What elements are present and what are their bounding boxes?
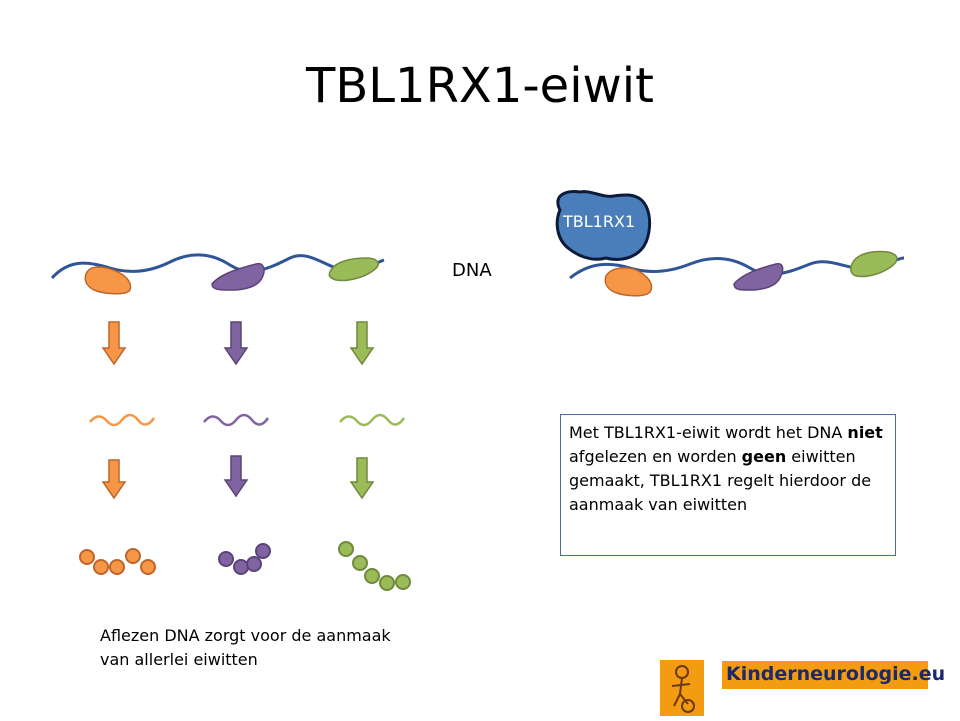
down-arrow-icon bbox=[349, 457, 375, 500]
info-bold-niet: niet bbox=[847, 423, 883, 442]
mrna-wave-icon bbox=[203, 413, 270, 427]
logo-text: Kinderneurologie.eu bbox=[726, 663, 946, 685]
logo-badge bbox=[722, 661, 928, 689]
gene-green-right bbox=[850, 250, 898, 278]
dna-label: DNA bbox=[452, 260, 492, 281]
gene-purple-left bbox=[211, 262, 265, 291]
info-text-2: afgelezen en worden bbox=[569, 447, 742, 466]
down-arrow-icon bbox=[101, 321, 127, 366]
mrna-wave-icon bbox=[339, 413, 406, 427]
protein-chain-icon bbox=[218, 543, 271, 575]
down-arrow-icon bbox=[349, 321, 375, 366]
mrna-wave-icon bbox=[89, 413, 156, 427]
logo-figure-icon bbox=[660, 660, 704, 716]
gene-orange-right bbox=[604, 267, 653, 297]
info-text-3: eiwitten gemaakt, TBL1RX1 regelt hierdoo… bbox=[569, 447, 872, 514]
info-box: Met TBL1RX1-eiwit wordt het DNA niet afg… bbox=[560, 414, 896, 556]
gene-purple-right bbox=[733, 262, 784, 291]
tbl1rx1-protein-label: TBL1RX1 bbox=[563, 212, 636, 231]
down-arrow-icon bbox=[223, 455, 249, 498]
tbl1rx1-protein-shape bbox=[555, 190, 652, 261]
info-text-1: Met TBL1RX1-eiwit wordt het DNA bbox=[569, 423, 848, 442]
down-arrow-icon bbox=[101, 459, 127, 500]
protein-chain-icon bbox=[338, 541, 411, 591]
gene-orange-left bbox=[84, 266, 132, 295]
gene-green-left bbox=[328, 257, 379, 282]
slide-title: TBL1RX1-eiwit bbox=[306, 58, 654, 114]
protein-chain-icon bbox=[79, 548, 156, 575]
caption-text: Aflezen DNA zorgt voor de aanmaak van al… bbox=[100, 626, 391, 669]
down-arrow-icon bbox=[223, 321, 249, 366]
info-bold-geen: geen bbox=[741, 447, 787, 466]
